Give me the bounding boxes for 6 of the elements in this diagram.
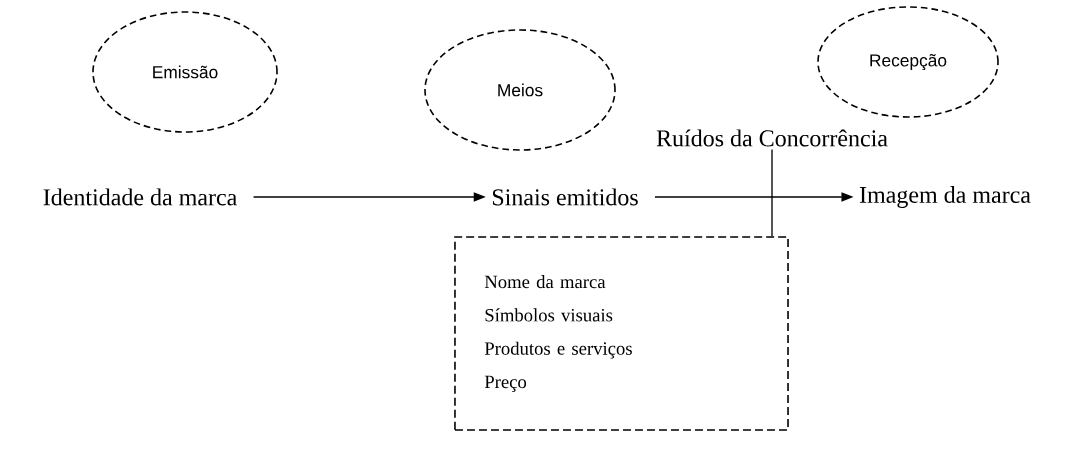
node-label: Sinais emitidos — [492, 188, 638, 206]
node-label: Identidade da marca — [43, 188, 237, 206]
dashed-list-box: Nome da marca Símbolos visuais Produtos e serviços Preço — [454, 236, 789, 431]
node-label: Ruídos da Concorrência — [656, 129, 888, 147]
connector-line — [771, 148, 773, 237]
node-label: Imagem da marca — [859, 186, 1031, 208]
